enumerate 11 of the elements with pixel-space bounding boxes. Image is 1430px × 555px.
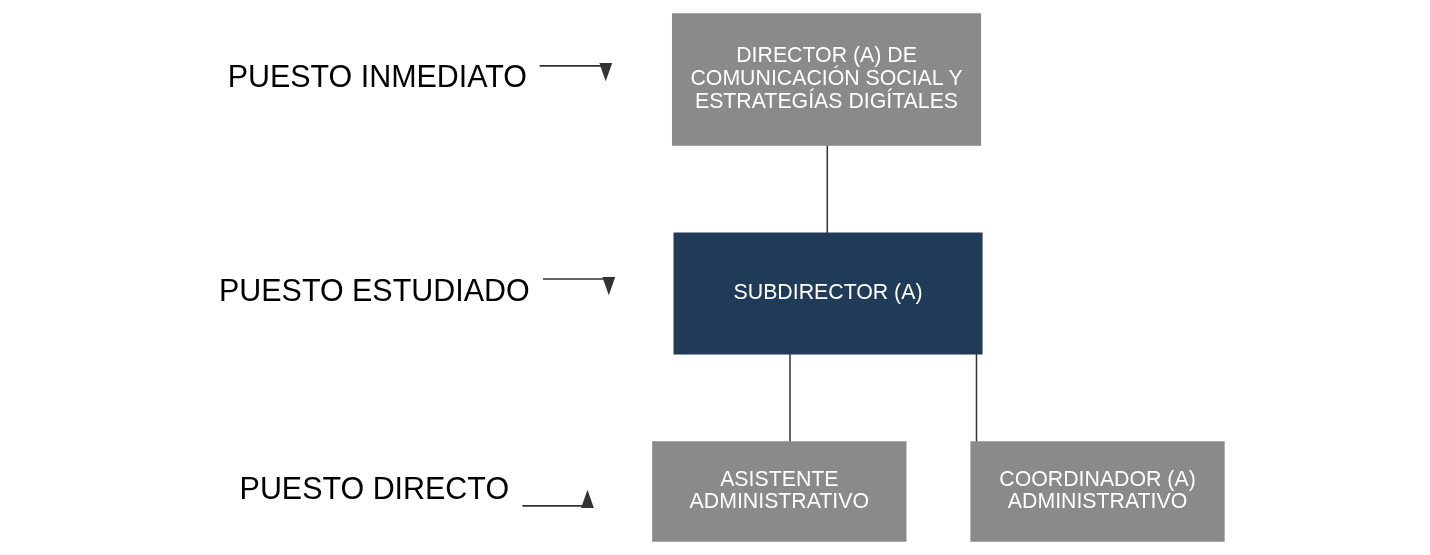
connector bbox=[826, 144, 829, 234]
node-box: COORDINADOR (A) ADMINISTRATIVO bbox=[970, 441, 1225, 542]
node-text: PUESTO ESTUDIADO bbox=[219, 273, 530, 308]
connector bbox=[975, 353, 978, 443]
node-text: PUESTO DIRECTO bbox=[239, 471, 510, 506]
connector bbox=[789, 353, 791, 443]
node-text: PUESTO INMEDIATO bbox=[227, 59, 528, 94]
node-box: ASISTENTE ADMINISTRATIVO bbox=[652, 441, 907, 542]
node-box: SUBDIRECTOR (A) bbox=[673, 232, 983, 355]
node-box: DIRECTOR (A) DE COMUNICACIÓN SOCIAL Y ESTRATEGÍAS DIGÍTALES bbox=[672, 13, 982, 146]
arrow bbox=[542, 276, 616, 296]
